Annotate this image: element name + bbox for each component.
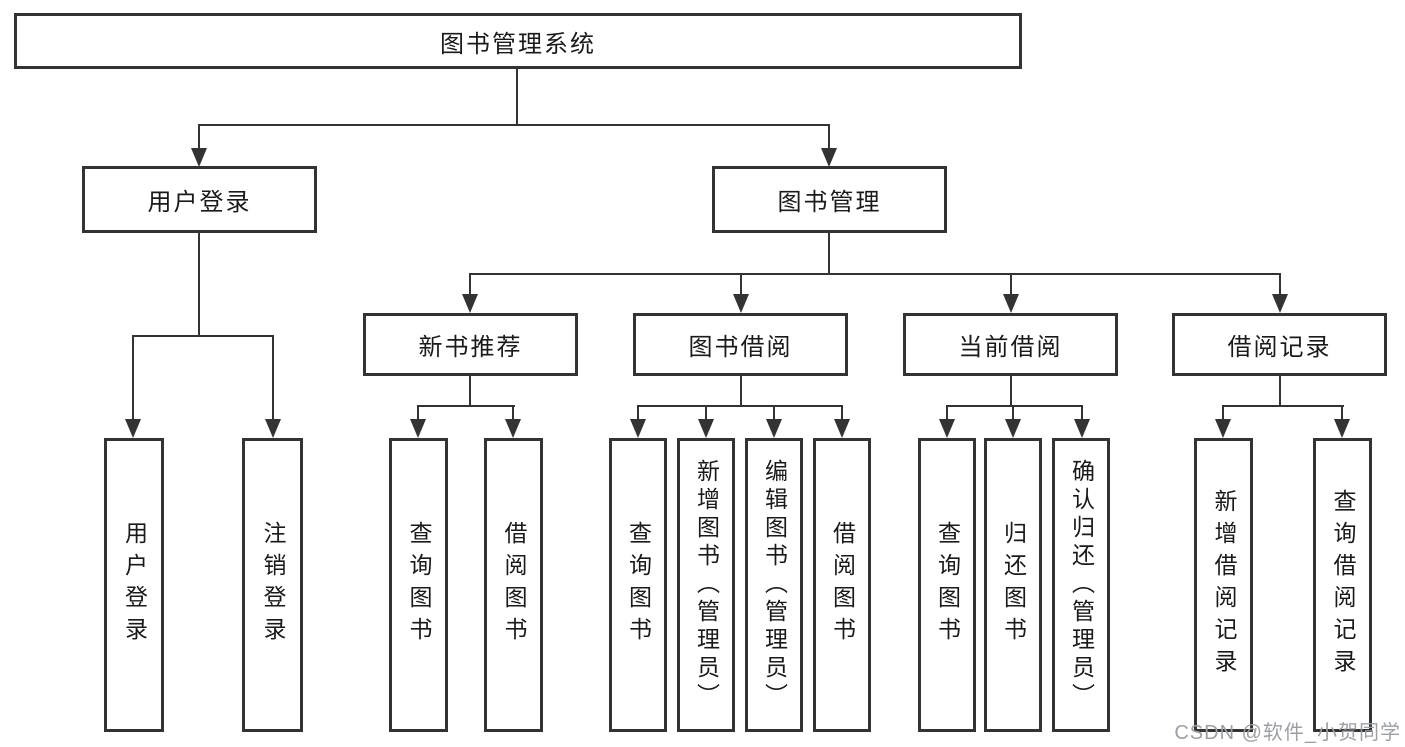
arrowhead-down-icon [410, 419, 426, 438]
connector-drop-leaf [1081, 405, 1083, 421]
connector-drop-leaf [705, 405, 707, 421]
leaf-label: 借阅图书 [829, 521, 856, 649]
connector-drop-leaf [132, 335, 134, 421]
leaf-label: 查询图书 [625, 521, 652, 649]
leaf-label: 注销登录 [260, 521, 286, 649]
arrowhead-down-icon [766, 419, 782, 438]
connector-recommend-hbar [417, 405, 515, 407]
leaf-borrow-borrow-books: 借阅图书 [813, 438, 871, 732]
connector-mgmt-hbar [469, 273, 1281, 275]
leaf-label: 归还图书 [1000, 521, 1027, 649]
arrowhead-down-icon [1272, 294, 1288, 313]
arrowhead-down-icon [1334, 419, 1350, 438]
connector-drop-level3 [1010, 273, 1012, 295]
leaf-label: 编辑图书（管理员） [761, 459, 788, 711]
connector-drop-level3 [469, 273, 471, 295]
connector-records-stub [1279, 376, 1281, 407]
connector-root-stub [516, 69, 518, 126]
leaf-recommend-borrow-books: 借阅图书 [484, 438, 543, 732]
connector-mgmt-stub [828, 233, 830, 275]
arrowhead-down-icon [1074, 419, 1090, 438]
connector-current-hbar [946, 405, 1083, 407]
node-user-login: 用户登录 [82, 166, 317, 233]
leaf-borrow-query-books: 查询图书 [609, 438, 667, 732]
arrowhead-down-icon [834, 419, 850, 438]
leaf-label: 查询借阅记录 [1330, 489, 1356, 681]
connector-records-hbar [1222, 405, 1344, 407]
leaf-borrow-edit-books-admin: 编辑图书（管理员） [745, 438, 803, 732]
connector-drop-level3 [1279, 273, 1281, 295]
node-book-borrow: 图书借阅 [633, 313, 848, 376]
connector-login-hbar [132, 335, 274, 337]
leaf-label: 新增借阅记录 [1211, 489, 1237, 681]
leaf-label: 用户登录 [121, 521, 148, 649]
connector-drop-leaf [946, 405, 948, 421]
leaf-label: 借阅图书 [501, 521, 527, 649]
arrowhead-down-icon [733, 294, 749, 313]
arrowhead-down-icon [698, 419, 714, 438]
connector-drop-level3 [740, 273, 742, 295]
connector-drop-leaf [272, 335, 274, 421]
connector-current-stub [1010, 376, 1012, 407]
connector-recommend-stub [469, 376, 471, 407]
watermark: CSDN @软件_小贺同学 [1174, 722, 1401, 744]
leaf-recommend-query-books: 查询图书 [389, 438, 448, 732]
node-book-management: 图书管理 [712, 166, 947, 233]
leaf-label: 查询图书 [934, 521, 961, 649]
leaf-records-add-record: 新增借阅记录 [1194, 438, 1253, 732]
connector-root-hbar [198, 124, 830, 126]
connector-drop-leaf [512, 405, 514, 421]
connector-drop-leaf [1222, 405, 1224, 421]
leaf-current-query-books: 查询图书 [918, 438, 976, 732]
leaf-user-login: 用户登录 [104, 438, 164, 732]
connector-drop-leaf [773, 405, 775, 421]
connector-drop-leaf [1341, 405, 1343, 421]
arrowhead-down-icon [191, 148, 207, 167]
connector-borrow-hbar [637, 405, 843, 407]
arrowhead-down-icon [939, 419, 955, 438]
node-borrow-records: 借阅记录 [1172, 313, 1387, 376]
node-new-book-recommend: 新书推荐 [363, 313, 578, 376]
connector-login-stub [198, 233, 200, 337]
arrowhead-down-icon [125, 419, 141, 438]
connector-borrow-stub [740, 376, 742, 407]
connector-drop-leaf [417, 405, 419, 421]
leaf-borrow-add-books-admin: 新增图书（管理员） [677, 438, 735, 732]
leaf-label: 查询图书 [406, 521, 432, 649]
leaf-records-query-record: 查询借阅记录 [1313, 438, 1372, 732]
arrowhead-down-icon [265, 419, 281, 438]
arrowhead-down-icon [630, 419, 646, 438]
node-library-management-system: 图书管理系统 [14, 13, 1022, 69]
leaf-logout: 注销登录 [242, 438, 303, 732]
connector-drop-book-management [828, 124, 830, 150]
arrowhead-down-icon [821, 148, 837, 167]
arrowhead-down-icon [1005, 419, 1021, 438]
leaf-label: 新增图书（管理员） [693, 459, 720, 711]
arrowhead-down-icon [1003, 294, 1019, 313]
leaf-current-confirm-return-admin: 确认归还（管理员） [1052, 438, 1110, 732]
connector-drop-leaf [1012, 405, 1014, 421]
arrowhead-down-icon [505, 419, 521, 438]
node-current-borrow: 当前借阅 [903, 313, 1118, 376]
connector-drop-leaf [841, 405, 843, 421]
connector-drop-leaf [637, 405, 639, 421]
connector-drop-user-login [198, 124, 200, 150]
arrowhead-down-icon [462, 294, 478, 313]
leaf-current-return-books: 归还图书 [984, 438, 1042, 732]
leaf-label: 确认归还（管理员） [1068, 459, 1095, 711]
arrowhead-down-icon [1215, 419, 1231, 438]
